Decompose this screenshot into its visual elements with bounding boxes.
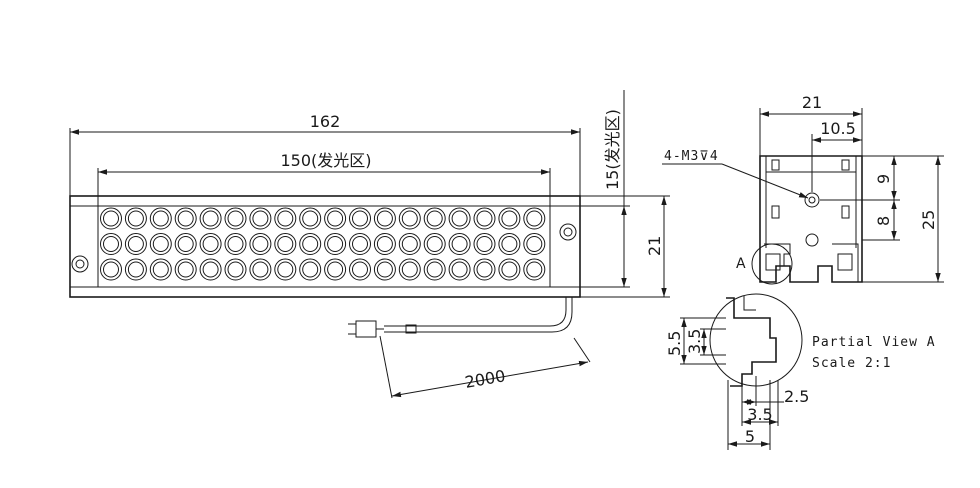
led-icon <box>498 233 521 255</box>
led-icon <box>199 233 222 255</box>
detail-slot-label: 2.5 <box>784 387 809 406</box>
connector-icon <box>355 320 377 338</box>
detail-title: Partial View A <box>812 335 936 350</box>
detail-outer-label: 5 <box>745 427 755 446</box>
side-view: A 21 10.5 4-M3⊽4 9 8 <box>662 93 944 285</box>
led-icon <box>100 233 122 255</box>
led-icon <box>398 258 421 281</box>
led-icon <box>174 258 197 281</box>
dimension-side-width: 21 <box>759 93 863 156</box>
thread-note-label: 4-M3⊽4 <box>664 149 719 164</box>
cable-length-label: 2000 <box>463 366 506 392</box>
dimension-hole-offsets: 9 8 <box>820 155 900 241</box>
led-icon <box>324 233 347 255</box>
dimension-cable-length: 2000 <box>379 335 591 399</box>
mounting-screw-icon <box>71 255 89 273</box>
slot-profile <box>726 297 777 387</box>
dimension-side-height: 25 <box>862 155 944 283</box>
led-icon <box>149 258 172 281</box>
lower-offset-label: 8 <box>874 216 893 226</box>
led-icon <box>398 233 421 255</box>
led-icon <box>274 233 297 255</box>
led-icon <box>299 233 322 255</box>
emitting-length-label: 150(发光区) <box>280 151 371 170</box>
led-icon <box>174 233 197 255</box>
led-icon <box>324 258 347 281</box>
dimension-half-width: 10.5 <box>811 119 862 192</box>
dimension-overall-height: 21 <box>580 195 670 298</box>
led-icon <box>199 207 222 230</box>
led-icon <box>124 258 147 281</box>
led-icon <box>373 233 396 255</box>
led-icon <box>473 207 496 230</box>
led-icon <box>124 207 147 230</box>
detail-marker-label: A <box>736 256 746 272</box>
led-icon <box>299 258 322 281</box>
led-icon <box>274 207 297 230</box>
led-icon <box>373 207 396 230</box>
detail-mid-label: 3.5 <box>747 405 772 424</box>
led-icon <box>448 258 471 281</box>
emitting-area <box>97 205 551 288</box>
led-array <box>100 207 546 281</box>
led-icon <box>124 233 147 255</box>
led-icon <box>224 258 247 281</box>
mounting-screw-icon <box>559 223 577 241</box>
led-icon <box>149 233 172 255</box>
led-icon <box>423 258 446 281</box>
half-width-label: 10.5 <box>820 119 856 138</box>
led-icon <box>473 258 496 281</box>
led-icon <box>349 233 371 255</box>
front-view: 162 150(发光区) 15(发光区) 21 <box>69 90 670 399</box>
led-icon <box>423 207 446 230</box>
led-icon <box>100 207 122 230</box>
led-icon <box>523 258 546 281</box>
led-icon <box>274 258 297 281</box>
bottom-hole-icon <box>805 233 819 247</box>
led-icon <box>149 207 172 230</box>
overall-length-label: 162 <box>310 112 341 131</box>
detail-view-a: 5.5 3.5 2.5 3.5 5 Partial View A Scale 2… <box>665 293 936 450</box>
overall-height-label: 21 <box>645 236 664 256</box>
led-icon <box>199 258 222 281</box>
thread-callout: 4-M3⊽4 <box>662 149 809 199</box>
led-icon <box>448 233 471 255</box>
detail-scale: Scale 2:1 <box>812 356 891 371</box>
side-width-label: 21 <box>802 93 822 112</box>
led-icon <box>249 233 272 255</box>
dimension-emitting-length: 150(发光区) <box>97 151 551 206</box>
led-icon <box>448 207 471 230</box>
led-icon <box>174 207 197 230</box>
led-icon <box>423 233 446 255</box>
led-icon <box>523 233 546 255</box>
led-icon <box>523 207 546 230</box>
led-icon <box>224 207 247 230</box>
detail-inner-height-label: 3.5 <box>685 329 704 354</box>
side-height-label: 25 <box>919 210 938 230</box>
led-icon <box>249 258 272 281</box>
cable <box>348 297 573 338</box>
led-icon <box>100 258 122 281</box>
detail-outer-height-label: 5.5 <box>665 331 684 356</box>
light-bar-housing <box>69 195 581 298</box>
led-icon <box>398 207 421 230</box>
led-icon <box>299 207 322 230</box>
dimension-overall-length: 162 <box>69 112 581 196</box>
profile-outline <box>759 155 863 283</box>
detail-circle <box>751 243 793 285</box>
led-icon <box>349 207 371 230</box>
led-icon <box>473 233 496 255</box>
threaded-hole-icon <box>804 192 820 208</box>
led-icon <box>324 207 347 230</box>
emitting-width-label: 15(发光区) <box>603 109 622 190</box>
led-icon <box>498 258 521 281</box>
led-icon <box>498 207 521 230</box>
led-icon <box>373 258 396 281</box>
dimension-emitting-width: 15(发光区) <box>580 90 630 288</box>
led-icon <box>249 207 272 230</box>
upper-offset-label: 9 <box>874 174 893 184</box>
led-icon <box>349 258 371 281</box>
led-icon <box>224 233 247 255</box>
